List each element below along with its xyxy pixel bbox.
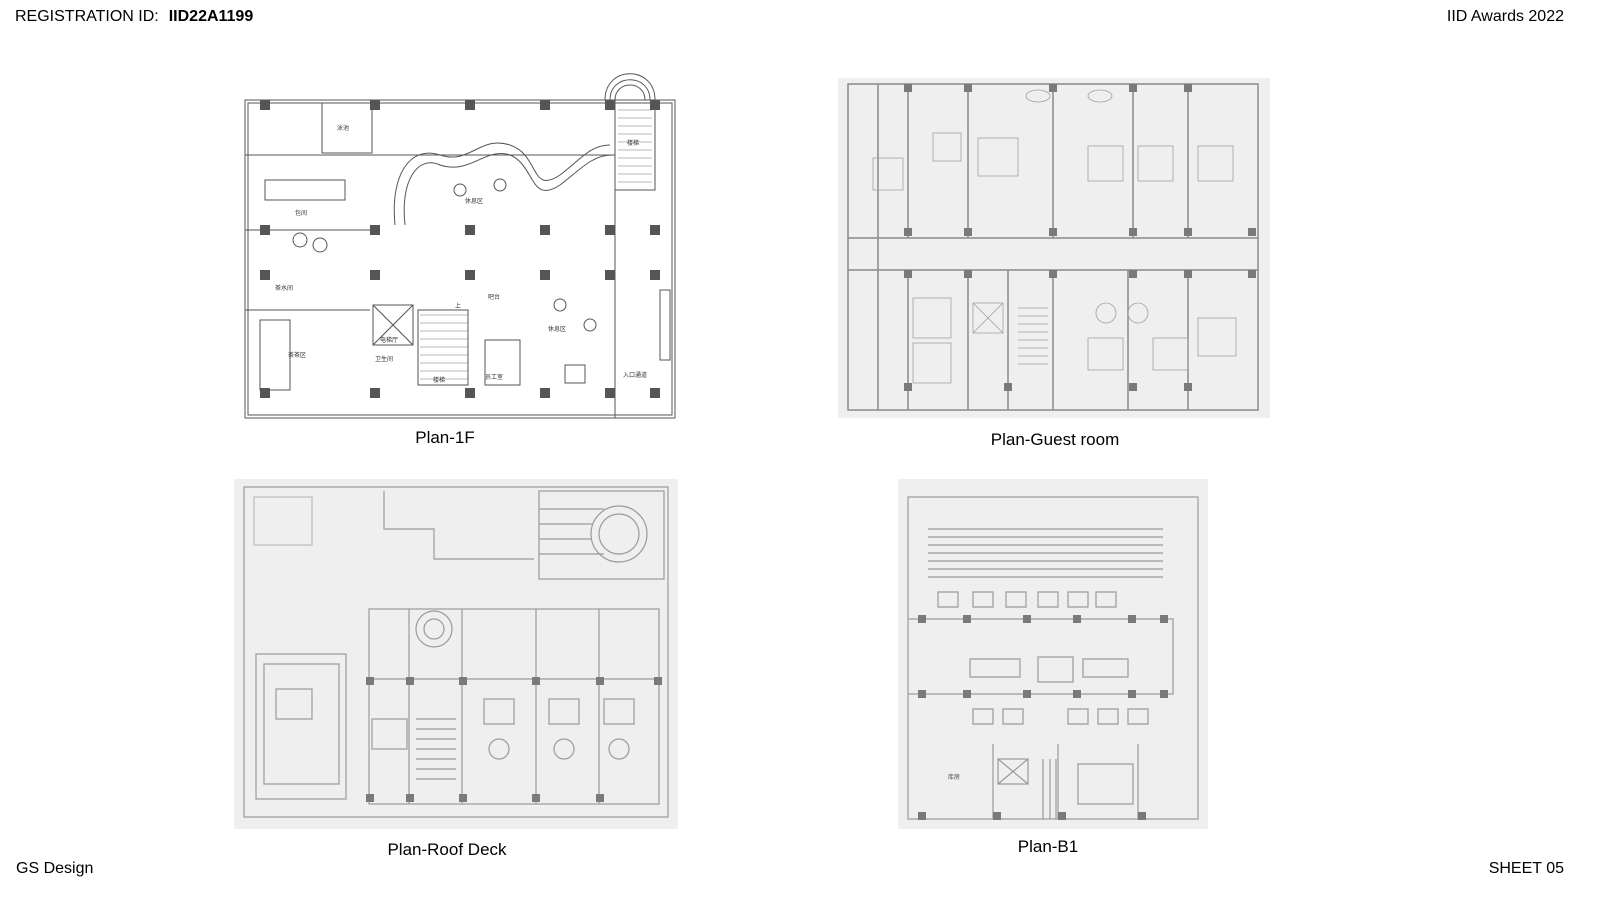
plan-1f-drawing: 泳池 楼梯 包间 休息区 茶水间 电梯厅 上 吧台 休息区 茶茶区 卫生间 楼梯… xyxy=(244,73,676,419)
label-pool: 泳池 xyxy=(337,124,349,132)
studio-name: GS Design xyxy=(16,860,94,877)
registration-id: REGISTRATION ID: IID22A1199 xyxy=(15,8,253,26)
sheet-number: SHEET 05 xyxy=(1488,860,1564,877)
label-lounge-top: 休息区 xyxy=(465,197,483,205)
label-storage: 库房 xyxy=(948,773,960,781)
label-stairs2: 楼梯 xyxy=(433,376,445,384)
registration-label: REGISTRATION ID: xyxy=(15,8,159,25)
plan-1f-caption: Plan-1F xyxy=(415,428,475,447)
label-tea-area: 茶茶区 xyxy=(288,351,306,359)
label-lounge-right: 休息区 xyxy=(548,325,566,333)
label-stair: 楼梯 xyxy=(627,139,639,147)
label-staff: 员工室 xyxy=(485,373,503,381)
label-up: 上 xyxy=(455,302,461,310)
label-tea: 茶水间 xyxy=(275,284,293,292)
registration-value: IID22A1199 xyxy=(168,8,254,25)
plan-guest-room-drawing xyxy=(838,78,1270,418)
plan-roof-deck-caption: Plan-Roof Deck xyxy=(387,840,507,859)
award-title: IID Awards 2022 xyxy=(1446,8,1564,25)
plan-b1-drawing: 库房 xyxy=(898,479,1208,829)
plan-b1-caption: Plan-B1 xyxy=(1017,837,1079,856)
label-entry: 入口通道 xyxy=(623,371,647,379)
plan-roof-deck-drawing xyxy=(234,479,678,829)
label-elevator: 电梯厅 xyxy=(380,336,398,344)
label-wc: 卫生间 xyxy=(375,355,393,363)
label-private-room: 包间 xyxy=(295,209,307,217)
label-bar: 吧台 xyxy=(488,293,500,301)
plan-guest-room-caption: Plan-Guest room xyxy=(990,430,1120,449)
